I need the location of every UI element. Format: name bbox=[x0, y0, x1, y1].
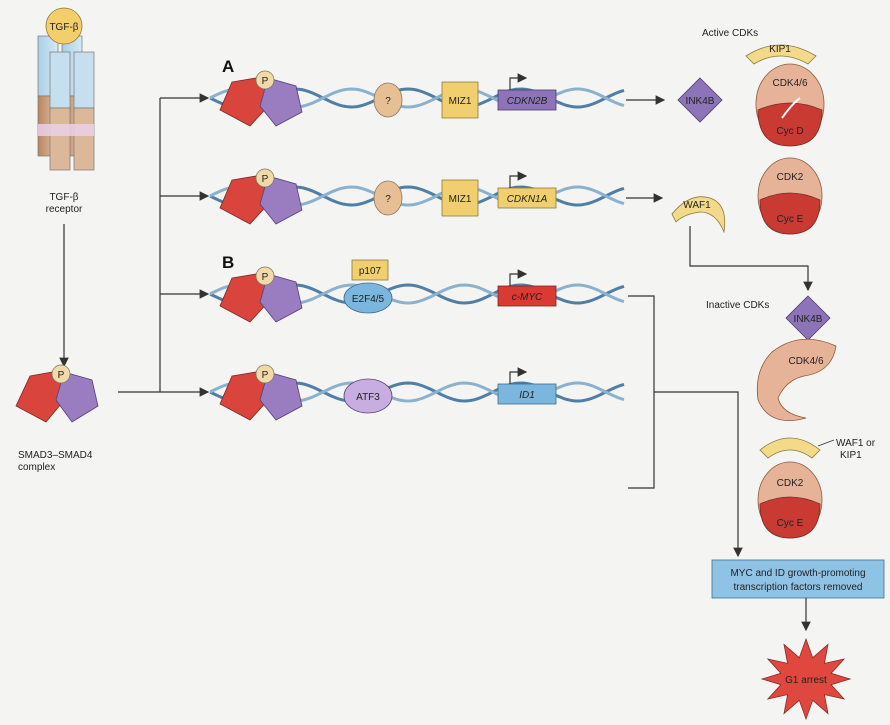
active-kip1: KIP1 bbox=[769, 44, 791, 55]
smad3-smad4-complex: P bbox=[16, 365, 98, 422]
g1-arrest-label: G1 arrest bbox=[785, 675, 827, 686]
row-3: P p107 E2F4/5 c-MYC bbox=[220, 260, 556, 322]
row-3-gene: c-MYC bbox=[512, 292, 543, 303]
receptor-label-2: receptor bbox=[46, 204, 83, 215]
inactive-cdk2: CDK2 bbox=[777, 478, 804, 489]
row-3-phospho: P bbox=[262, 272, 269, 283]
row-1-gene: CDKN2B bbox=[507, 96, 548, 107]
row-3-cofactor: E2F4/5 bbox=[352, 294, 385, 305]
inactive-cdks-title: Inactive CDKs bbox=[706, 300, 769, 311]
outcome-line-1: MYC and ID growth-promoting bbox=[730, 568, 865, 579]
row-1-cofactor: ? bbox=[385, 96, 391, 107]
receptor-label-1: TGF-β bbox=[49, 192, 78, 203]
tgf-beta-receptor bbox=[38, 36, 94, 170]
ligand-label: TGF-β bbox=[49, 22, 78, 33]
inactive-cdk46: INK4B CDK4/6 bbox=[757, 296, 836, 421]
bracket-arrow bbox=[628, 296, 738, 556]
section-b-label: B bbox=[222, 253, 234, 272]
row-3-extra: p107 bbox=[359, 266, 382, 277]
row-2-gene: CDKN1A bbox=[507, 194, 548, 205]
g1-arrest-burst: G1 arrest bbox=[762, 639, 850, 719]
active-cyce: Cyc E bbox=[777, 214, 804, 225]
tgf-beta-ligand: TGF-β bbox=[46, 8, 82, 44]
inactive-cdk46-label: CDK4/6 bbox=[788, 356, 823, 367]
active-cdks-title: Active CDKs bbox=[702, 28, 758, 39]
active-cdk2: CDK2 bbox=[777, 172, 804, 183]
inactive-kip1: KIP1 bbox=[840, 450, 862, 461]
active-cdk46-cycd: KIP1 CDK4/6 Cyc D bbox=[746, 44, 824, 146]
row-2-cofactor: ? bbox=[385, 194, 391, 205]
outcome-line-2: transcription factors removed bbox=[734, 582, 863, 593]
row-4-phospho: P bbox=[262, 370, 269, 381]
inactive-cdk2-cyce: WAF1 or KIP1 CDK2 Cyc E bbox=[758, 438, 876, 538]
complex-label-2: complex bbox=[18, 462, 55, 473]
section-a-label: A bbox=[222, 57, 234, 76]
row-2-product: WAF1 bbox=[683, 200, 711, 211]
inactive-waf1: WAF1 or bbox=[836, 438, 876, 449]
row-1: P ? MIZ1 CDKN2B INK4B bbox=[220, 71, 722, 126]
active-cdk46: CDK4/6 bbox=[772, 78, 807, 89]
row-4-gene: ID1 bbox=[519, 390, 535, 401]
row-1-phospho: P bbox=[262, 76, 269, 87]
inactive-cyce: Cyc E bbox=[777, 518, 804, 529]
row-4-cofactor: ATF3 bbox=[356, 392, 380, 403]
phospho-label: P bbox=[58, 370, 65, 381]
branch-arrows bbox=[118, 98, 208, 392]
inactive-ink4b: INK4B bbox=[794, 314, 823, 325]
row-4: P ATF3 ID1 bbox=[220, 365, 556, 420]
active-cdk2-cyce: CDK2 Cyc E bbox=[758, 158, 822, 234]
dna-layer bbox=[210, 89, 624, 401]
active-cycd: Cyc D bbox=[776, 126, 803, 137]
row-1-factor: MIZ1 bbox=[449, 96, 472, 107]
outcome-box: MYC and ID growth-promoting transcriptio… bbox=[712, 560, 884, 598]
complex-label-1: SMAD3–SMAD4 bbox=[18, 450, 93, 461]
row-2-factor: MIZ1 bbox=[449, 194, 472, 205]
row-1-product: INK4B bbox=[686, 96, 715, 107]
row-2-phospho: P bbox=[262, 174, 269, 185]
